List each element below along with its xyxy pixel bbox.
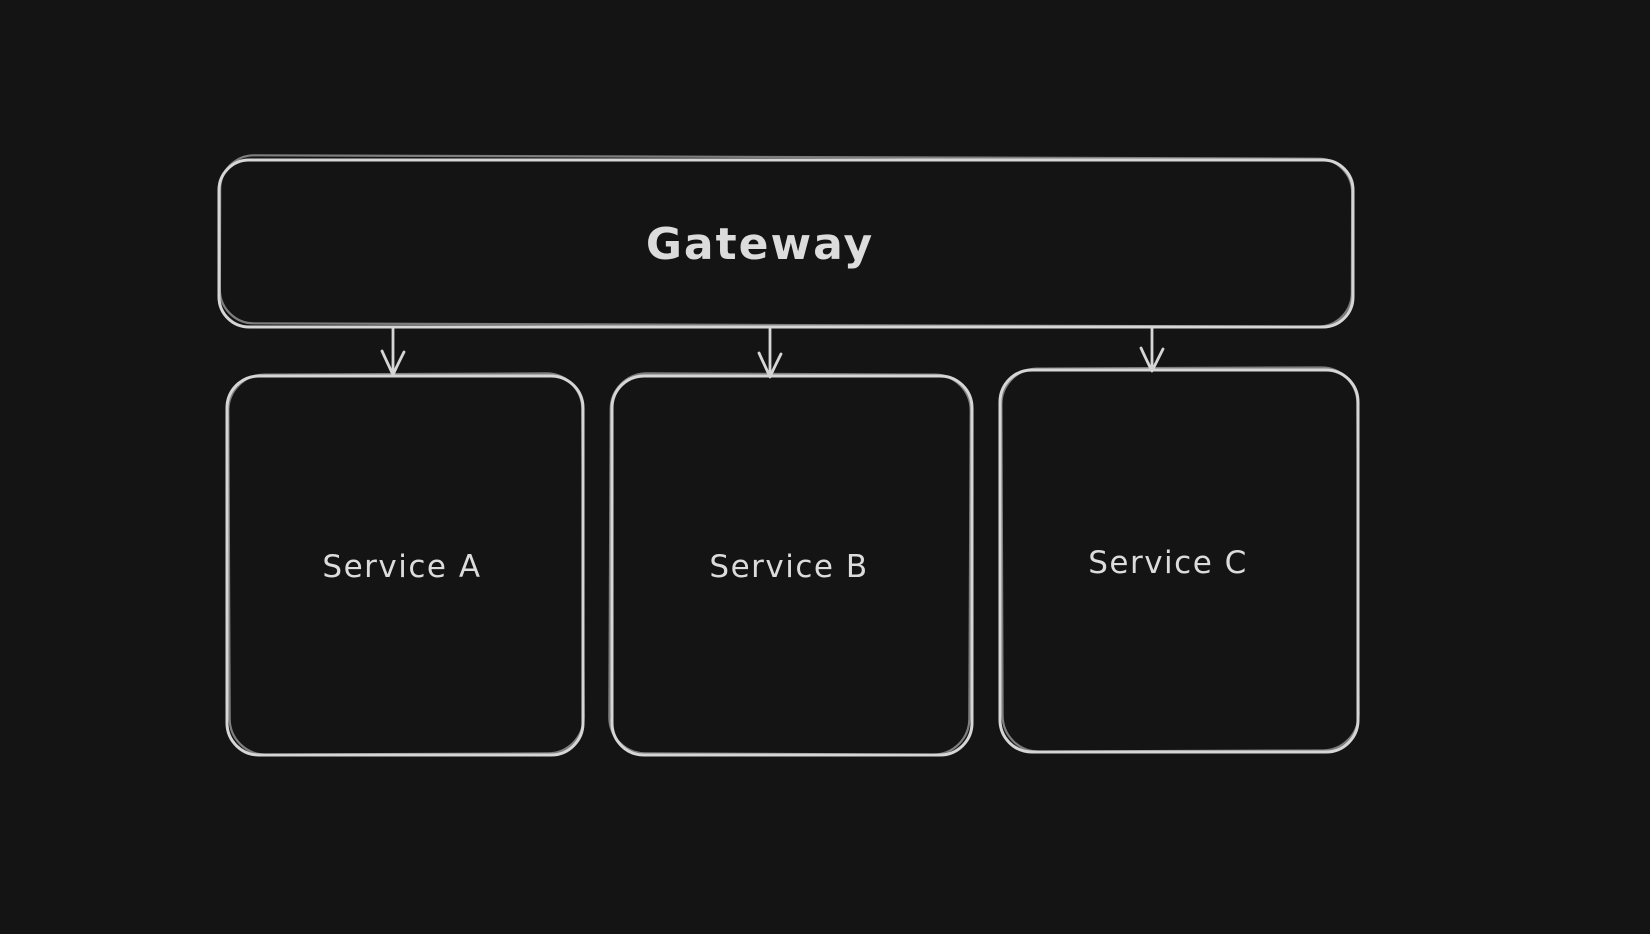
service-a-node[interactable]: Service A	[225, 372, 585, 757]
service-b-label: Service B	[709, 549, 868, 585]
service-b-box-overdraw	[608, 372, 972, 756]
service-a-label: Service A	[322, 549, 481, 585]
service-c-label: Service C	[1088, 545, 1248, 581]
service-c-box-overdraw	[1000, 366, 1360, 753]
gateway-label: Gateway	[646, 219, 874, 270]
edge-gateway-to-service-b[interactable]	[757, 327, 783, 379]
gateway-box-overdraw	[218, 154, 1354, 328]
edge-gateway-to-service-c[interactable]	[1139, 327, 1165, 373]
gateway-node[interactable]: Gateway	[217, 154, 1355, 329]
service-b-node[interactable]: Service B	[608, 372, 974, 757]
service-a-box-overdraw	[227, 372, 585, 756]
service-c-node[interactable]: Service C	[998, 366, 1360, 754]
edge-gateway-to-service-a[interactable]	[380, 327, 406, 377]
